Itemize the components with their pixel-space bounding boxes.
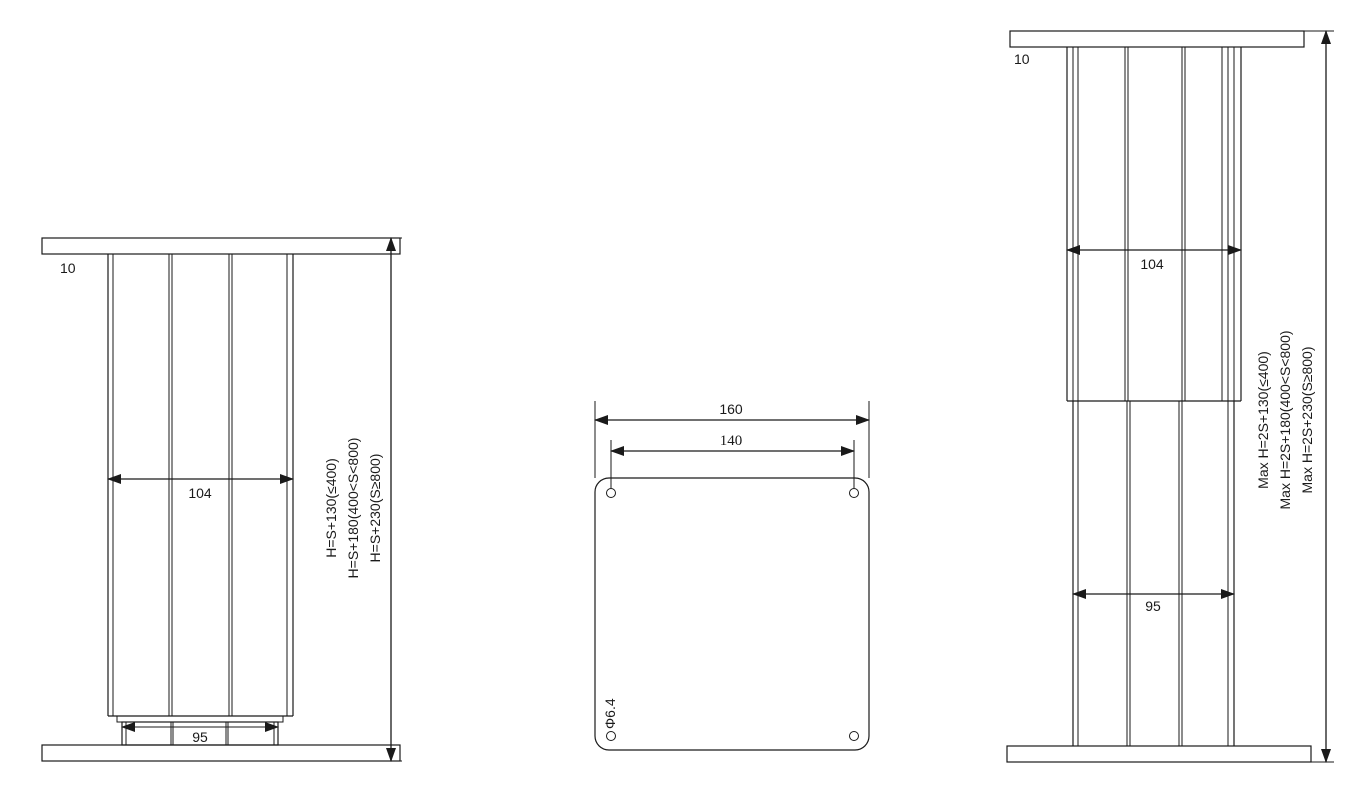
mounting-hole-top-right: [849, 488, 859, 498]
right-height-formula-2: Max H=2S+180(400<S<800): [1277, 330, 1293, 509]
right-bottom-plate: [1006, 745, 1312, 763]
mounting-plate: [594, 477, 870, 751]
left-plate-thickness-label: 10: [60, 260, 76, 276]
right-height-dimension: Max H=2S+130(≤400) Max H=2S+180(400<S<80…: [1255, 30, 1334, 763]
left-bottom-plate: [41, 744, 401, 762]
right-lower-stage: [1072, 401, 1235, 746]
right-height-formula-3: Max H=2S+230(S≥800): [1299, 347, 1315, 494]
right-width-dimension: 104: [1066, 245, 1242, 272]
mounting-hole-top-left: [606, 488, 616, 498]
right-width-label: 104: [1140, 256, 1164, 272]
left-width-dimension: 104: [107, 474, 294, 501]
left-height-formula-1: H=S+130(≤400): [323, 458, 339, 558]
right-plate-thickness-label: 10: [1014, 51, 1030, 67]
mounting-hole-bottom-left: [606, 731, 616, 741]
left-top-plate: [41, 237, 401, 255]
right-inner-width-label: 95: [1145, 598, 1161, 614]
left-base-width-label: 95: [192, 729, 208, 745]
left-base-width-dimension: 95: [121, 722, 279, 745]
hole-diameter-label: Φ6.4: [602, 698, 618, 729]
left-width-label: 104: [188, 485, 212, 501]
left-height-formula-3: H=S+230(S≥800): [367, 454, 383, 563]
plate-outer-width-dimension: 160: [594, 401, 870, 425]
middle-plate-view: 160 140 Φ6.4: [594, 401, 870, 751]
right-height-formula-1: Max H=2S+130(≤400): [1255, 351, 1271, 489]
right-top-plate: [1009, 30, 1305, 48]
mounting-hole-bottom-right: [849, 731, 859, 741]
left-height-formula-2: H=S+180(400<S<800): [345, 438, 361, 579]
right-inner-width-dimension: 95: [1072, 589, 1235, 614]
hole-spacing-label: 140: [720, 433, 743, 449]
left-column-body: [107, 254, 294, 717]
left-column-view: 10 104 95 H=S+130(≤400) H=S+180(400<S<80…: [41, 237, 402, 762]
plate-outer-width-label: 160: [719, 401, 743, 417]
right-upper-stage: [1066, 47, 1242, 402]
left-height-dimension: H=S+130(≤400) H=S+180(400<S<800) H=S+230…: [323, 237, 402, 762]
hole-spacing-dimension: 140: [610, 433, 855, 456]
right-column-view: 10 104 95 Max H=2S+130(≤400) Max H=2S+18…: [1006, 30, 1334, 763]
